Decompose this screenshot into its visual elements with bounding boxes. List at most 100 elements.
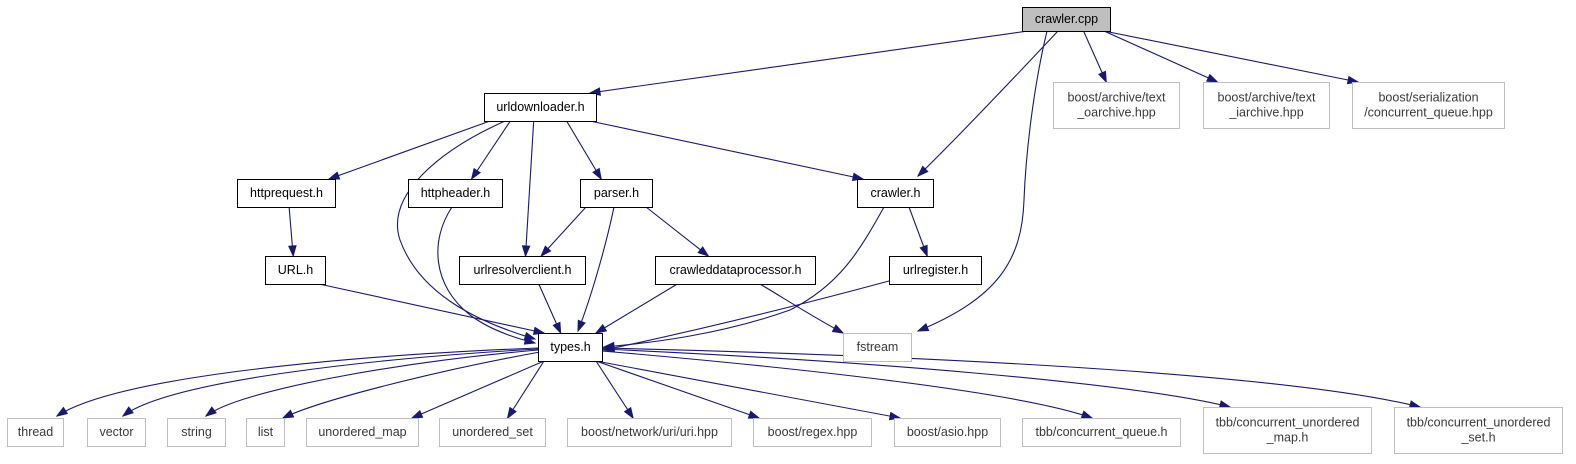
edge-urldownloader_h-to-urlresolverclient_h [524, 120, 535, 257]
arrowhead-httpheader_h [470, 167, 481, 181]
arrowhead-urlresolverclient_h [521, 245, 531, 258]
arrowhead-urlresolverclient_h [540, 245, 552, 258]
node-list[interactable]: list [246, 418, 285, 447]
node-httpheader-h[interactable]: httpheader.h [408, 179, 503, 208]
node-label: httpheader.h [421, 186, 491, 200]
node-urlresolverclient-h[interactable]: urlresolverclient.h [459, 256, 586, 285]
node-tbb-cq[interactable]: tbb/concurrent_queue.h [1022, 418, 1181, 447]
arrowhead-unordered_set [506, 406, 517, 420]
node-thread[interactable]: thread [7, 418, 64, 447]
node-label: _oarchive.hpp [1076, 106, 1156, 120]
arrowhead-boost_uri [623, 406, 634, 420]
edge-crawler_cpp-to-urldownloader_h [589, 30, 1029, 94]
node-vector[interactable]: vector [87, 418, 146, 447]
node-crawleddataprocessor-h[interactable]: crawleddataprocessor.h [655, 256, 816, 285]
arrowhead-boost_text_oarchive [1098, 70, 1107, 84]
arrowhead-types_h [523, 336, 537, 345]
node-url-h[interactable]: URL.h [265, 256, 326, 285]
arrowhead-types_h [594, 323, 608, 334]
node-box [167, 418, 226, 447]
arrowhead-parser_h [592, 167, 602, 181]
node-box [1203, 82, 1330, 129]
node-box [538, 333, 603, 362]
node-label: boost/regex.hpp [768, 425, 858, 439]
edge-crawler_h-to-types_h [603, 206, 885, 348]
arrowhead-types_h [552, 321, 562, 335]
edge-types_h-to-boost_asio [595, 360, 901, 419]
edge-crawleddataprocessor_h-to-types_h [595, 283, 678, 334]
node-unordered-map[interactable]: unordered_map [306, 418, 419, 447]
edge-urldownloader_h-to-crawler_h [589, 120, 864, 180]
node-label: list [258, 425, 274, 439]
node-label: _iarchive.hpp [1228, 106, 1303, 120]
node-types-h[interactable]: types.h [538, 333, 603, 362]
node-box [1203, 407, 1372, 454]
edge-types_h-to-boost_uri [595, 360, 634, 419]
edge-parser_h-to-crawleddataprocessor_h [645, 206, 709, 257]
arrowhead-crawler_h [916, 165, 929, 178]
node-boost-regex[interactable]: boost/regex.hpp [753, 418, 872, 447]
node-box [459, 256, 586, 285]
edges-layer [55, 30, 1422, 421]
node-urlregister-h[interactable]: urlregister.h [889, 256, 982, 285]
node-box [1352, 82, 1505, 129]
node-httprequest-h[interactable]: httprequest.h [237, 179, 336, 208]
node-label: parser.h [594, 186, 639, 200]
node-unordered-set[interactable]: unordered_set [439, 418, 546, 447]
edge-crawler_cpp-to-boost_text_iarchive [1103, 30, 1218, 83]
arrowhead-url_h [288, 245, 297, 258]
node-label: boost/archive/text [1068, 91, 1166, 105]
arrowhead-urlregister_h [919, 244, 928, 258]
edge-parser_h-to-types_h [577, 206, 615, 332]
edge-types_h-to-tbb_cus [601, 347, 1421, 408]
node-label: tbb/concurrent_unordered [1216, 416, 1360, 430]
node-label: crawler.h [870, 186, 920, 200]
node-label: types.h [550, 340, 590, 354]
edge-url_h-to-types_h [318, 283, 545, 334]
node-fstream[interactable]: fstream [843, 333, 912, 362]
node-boost-text-iarchive[interactable]: boost/archive/text_iarchive.hpp [1203, 82, 1330, 129]
node-urldownloader-h[interactable]: urldownloader.h [484, 93, 597, 122]
node-boost-uri[interactable]: boost/network/uri/uri.hpp [567, 418, 732, 447]
edge-types_h-to-vector [122, 348, 539, 417]
node-boost-asio[interactable]: boost/asio.hpp [894, 418, 1001, 447]
node-label: boost/archive/text [1218, 91, 1316, 105]
node-label: boost/asio.hpp [907, 425, 988, 439]
arrowhead-crawleddataprocessor_h [697, 246, 710, 257]
node-crawler-cpp[interactable]: crawler.cpp [1022, 7, 1111, 32]
node-box [894, 418, 1001, 447]
node-label: /concurrent_queue.hpp [1364, 106, 1493, 120]
edge-httpheader_h-to-types_h [437, 206, 536, 344]
node-label: tbb/concurrent_unordered [1407, 416, 1551, 430]
node-boost-text-oarchive[interactable]: boost/archive/text_oarchive.hpp [1053, 82, 1180, 129]
edge-types_h-to-tbb_cq [601, 350, 1093, 419]
edge-types_h-to-boost_regex [595, 360, 760, 419]
edge-crawler_cpp-to-boost_serialization_cq [1103, 30, 1359, 83]
node-label: vector [99, 425, 133, 439]
edge-urldownloader_h-to-httprequest_h [328, 120, 491, 180]
edge-types_h-to-unordered_map [411, 360, 545, 419]
edge-urlregister_h-to-types_h [603, 280, 890, 351]
node-boost-serialization-cq[interactable]: boost/serialization/concurrent_queue.hpp [1352, 82, 1505, 129]
arrowhead-boost_text_iarchive [1206, 73, 1219, 83]
node-label: string [181, 425, 212, 439]
node-tbb-cus[interactable]: tbb/concurrent_unordered_set.h [1394, 407, 1563, 454]
node-label: fstream [857, 340, 899, 354]
node-box [7, 418, 64, 447]
node-box [237, 179, 336, 208]
node-string[interactable]: string [167, 418, 226, 447]
node-label: crawler.cpp [1035, 12, 1098, 26]
node-box [306, 418, 419, 447]
node-label: crawleddataprocessor.h [669, 263, 801, 277]
arrowhead-list [281, 409, 295, 419]
arrowhead-vector [121, 406, 134, 417]
node-crawler-h[interactable]: crawler.h [857, 179, 934, 208]
node-box [87, 418, 146, 447]
edge-types_h-to-list [282, 351, 541, 419]
node-parser-h[interactable]: parser.h [580, 179, 653, 208]
node-label: unordered_set [452, 425, 533, 439]
node-tbb-cum[interactable]: tbb/concurrent_unordered_map.h [1203, 407, 1372, 454]
node-label: tbb/concurrent_queue.h [1035, 425, 1167, 439]
node-box [1053, 82, 1180, 129]
